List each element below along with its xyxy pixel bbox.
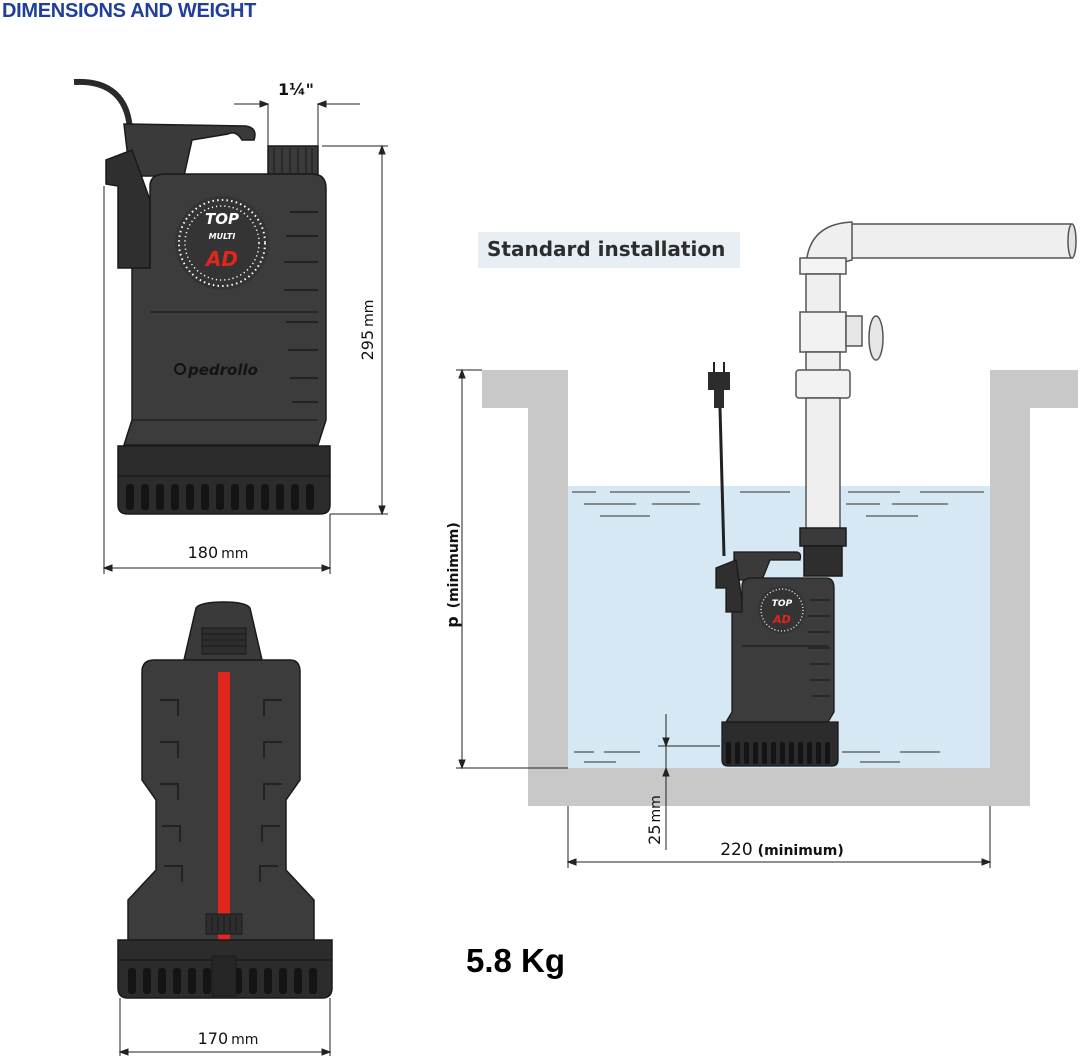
- red-stripe: [218, 672, 230, 952]
- discharge-pipe: [795, 221, 1077, 577]
- installation-label: Standard installation: [487, 237, 726, 261]
- installed-badge: [758, 586, 806, 634]
- brand-text: pedrollo: [187, 361, 258, 379]
- sump-wall-left: [482, 370, 1078, 806]
- plug: [708, 362, 730, 557]
- badge-top-text: TOP: [205, 210, 239, 228]
- installation-label-box: Standard installation: [478, 232, 740, 268]
- water-ripples: [572, 491, 984, 763]
- pump-body: [122, 173, 327, 446]
- pump-front-view: TOP MULTI AD pedrollo: [73, 78, 331, 515]
- weight-value: 5.8 Kg: [466, 942, 566, 979]
- installed-badge-ad: AD: [772, 613, 791, 626]
- pump-installed: TOP AD: [715, 551, 839, 767]
- badge-multi-text: MULTI: [209, 232, 236, 241]
- power-cable: [73, 78, 133, 131]
- pump-badge: [175, 196, 269, 290]
- brand-logo-icon: [174, 363, 186, 375]
- outlet-thread: [267, 145, 319, 177]
- dimension-clearance: [658, 714, 720, 850]
- page-title: DIMENSIONS AND WEIGHT: [2, 0, 257, 22]
- plug-icon: [708, 372, 730, 390]
- dimension-sump-width: [566, 806, 992, 868]
- dimension-height: [322, 144, 388, 516]
- dimension-width-side: [118, 998, 332, 1056]
- dimension-height-text: 295mm: [358, 300, 377, 361]
- dimension-depth: [456, 368, 568, 770]
- dimension-depth-text: p(minimum): [443, 522, 462, 628]
- pump-side-view: [117, 601, 333, 999]
- dimension-width-front: [102, 186, 332, 574]
- dimension-outlet-text: 1¼": [278, 80, 314, 99]
- pump-handle: [123, 123, 256, 177]
- dimension-clearance-text: 25mm: [645, 795, 664, 845]
- plug-cable: [718, 407, 726, 557]
- dimension-sump-width-text: 220(minimum): [720, 840, 844, 860]
- installed-badge-top: TOP: [772, 599, 793, 609]
- valve-wheel-icon: [868, 315, 884, 361]
- dimension-outlet: [234, 100, 360, 146]
- badge-ad-text: AD: [204, 247, 238, 271]
